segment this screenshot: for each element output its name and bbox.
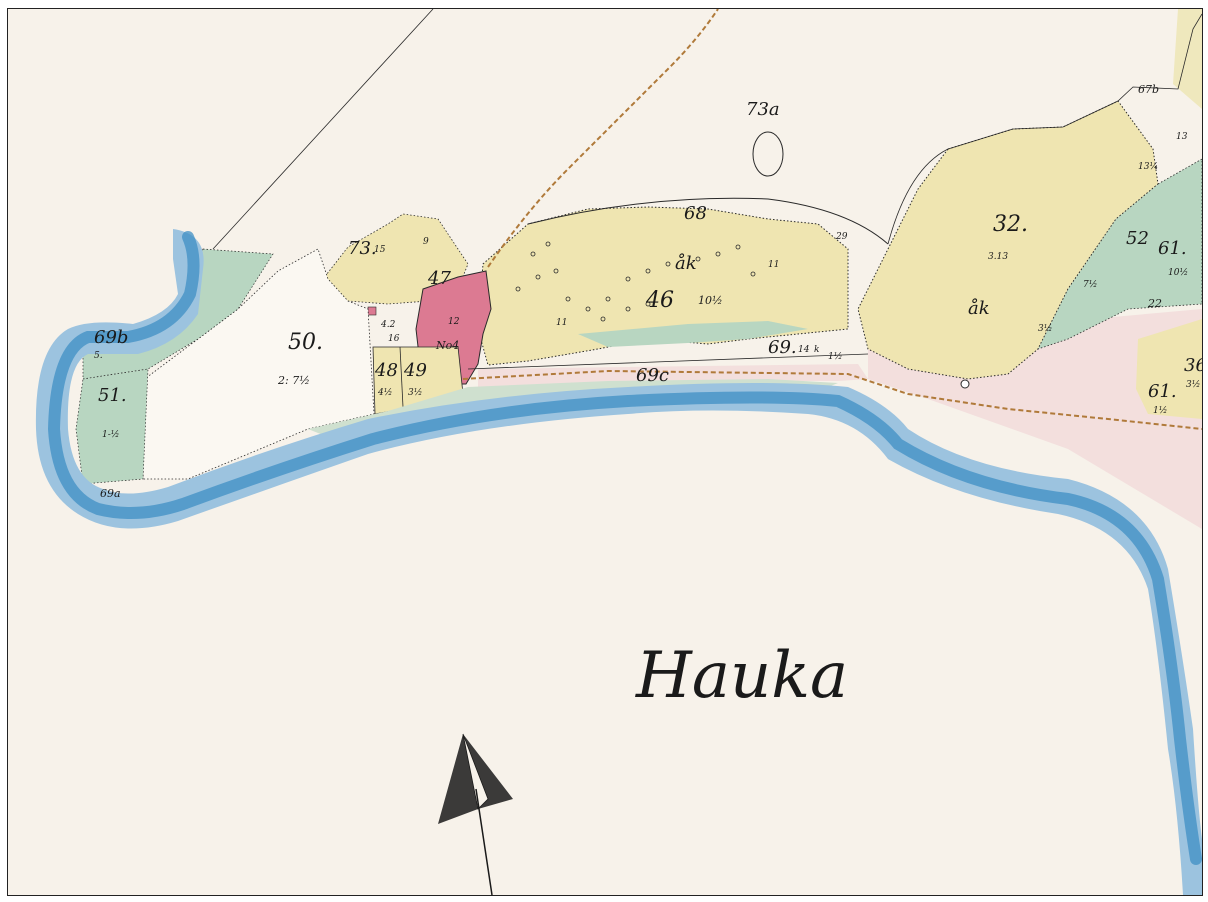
label-49: 49: [403, 360, 427, 381]
label-61a-area: 10½: [1168, 267, 1188, 278]
lake-name: Hauka: [635, 639, 848, 713]
divider-48-49: [399, 346, 404, 408]
label-4-2: 4.2: [380, 320, 396, 330]
label-7half: 7½: [1083, 279, 1097, 290]
label-46-area: 10½: [698, 294, 723, 307]
label-36-area: 3½: [1186, 379, 1200, 390]
field-right-top: [1173, 9, 1202, 109]
label-69a: 69a: [100, 487, 121, 500]
label-69-frac: 1½: [828, 351, 842, 362]
label-61a: 61.: [1158, 238, 1187, 259]
label-3half: 3½: [1038, 323, 1052, 334]
label-13b: 13¼: [1138, 161, 1158, 172]
field-73: [322, 213, 469, 305]
label-9: 9: [423, 237, 429, 247]
boundary-68: [527, 197, 889, 245]
label-47: 47: [427, 268, 451, 289]
road-south: [462, 369, 1202, 430]
label-52: 52: [1126, 228, 1149, 249]
boundary-32-top: [887, 13, 1202, 245]
lake-water-inner: [47, 231, 1202, 865]
boundary-diagonal: [212, 9, 434, 250]
label-73-area: 15: [374, 245, 386, 255]
label-61a-22: 22: [1147, 297, 1162, 310]
label-73: 73.: [348, 238, 377, 259]
label-13: 13: [1176, 132, 1188, 142]
label-16: 16: [388, 334, 400, 344]
label-house-12: 12: [448, 317, 460, 327]
label-32-ak: åk: [968, 297, 990, 319]
label-no4: No4: [435, 339, 459, 352]
label-32: 32.: [993, 212, 1028, 237]
label-46: 46: [645, 288, 674, 313]
boundary-69: [467, 353, 869, 370]
label-51-area: 1-½: [102, 429, 120, 440]
north-arrow: [438, 733, 513, 895]
meadow-right: [1037, 158, 1202, 350]
label-48-area: 4½: [377, 387, 392, 398]
marker-circle: [960, 379, 970, 389]
label-29: 29: [835, 232, 848, 242]
small-building-1: [367, 306, 377, 316]
pond-73a: [752, 131, 784, 177]
label-61b: 61.: [1148, 381, 1177, 402]
label-67b: 67b: [1138, 83, 1159, 96]
label-69c: 69c: [636, 365, 669, 386]
field-51: [75, 368, 149, 485]
field-36: [1136, 319, 1202, 419]
label-50-area: 2: 7½: [277, 374, 310, 387]
label-11: 11: [556, 318, 567, 328]
field-46-dots: [515, 241, 756, 322]
label-69-area: 14: [798, 345, 810, 355]
label-61b-area: 1½: [1153, 405, 1167, 416]
pink-land-area-2: [478, 364, 868, 387]
label-73a: 73a: [746, 99, 780, 120]
label-32-area: 3.13: [988, 252, 1008, 262]
label-69: 69.: [768, 337, 797, 358]
label-46-ak: åk: [675, 252, 697, 274]
label-11b: 11: [768, 260, 779, 270]
label-49-area: 3½: [408, 387, 422, 398]
map-canvas: 73a 67b 68 32. 3.13 åk 73. 15 47 12 No4 …: [7, 8, 1203, 896]
field-50: [137, 248, 375, 480]
label-69b: 69b: [94, 327, 128, 348]
road-north: [487, 9, 719, 268]
meadow-46-band: [578, 321, 808, 347]
label-68: 68: [684, 203, 707, 224]
label-69-k: k: [814, 345, 819, 355]
label-36: 36: [1184, 355, 1202, 376]
label-69b-area: 5.: [94, 351, 103, 361]
label-51: 51.: [98, 385, 127, 406]
label-50: 50.: [288, 330, 323, 355]
label-48: 48: [374, 360, 398, 381]
